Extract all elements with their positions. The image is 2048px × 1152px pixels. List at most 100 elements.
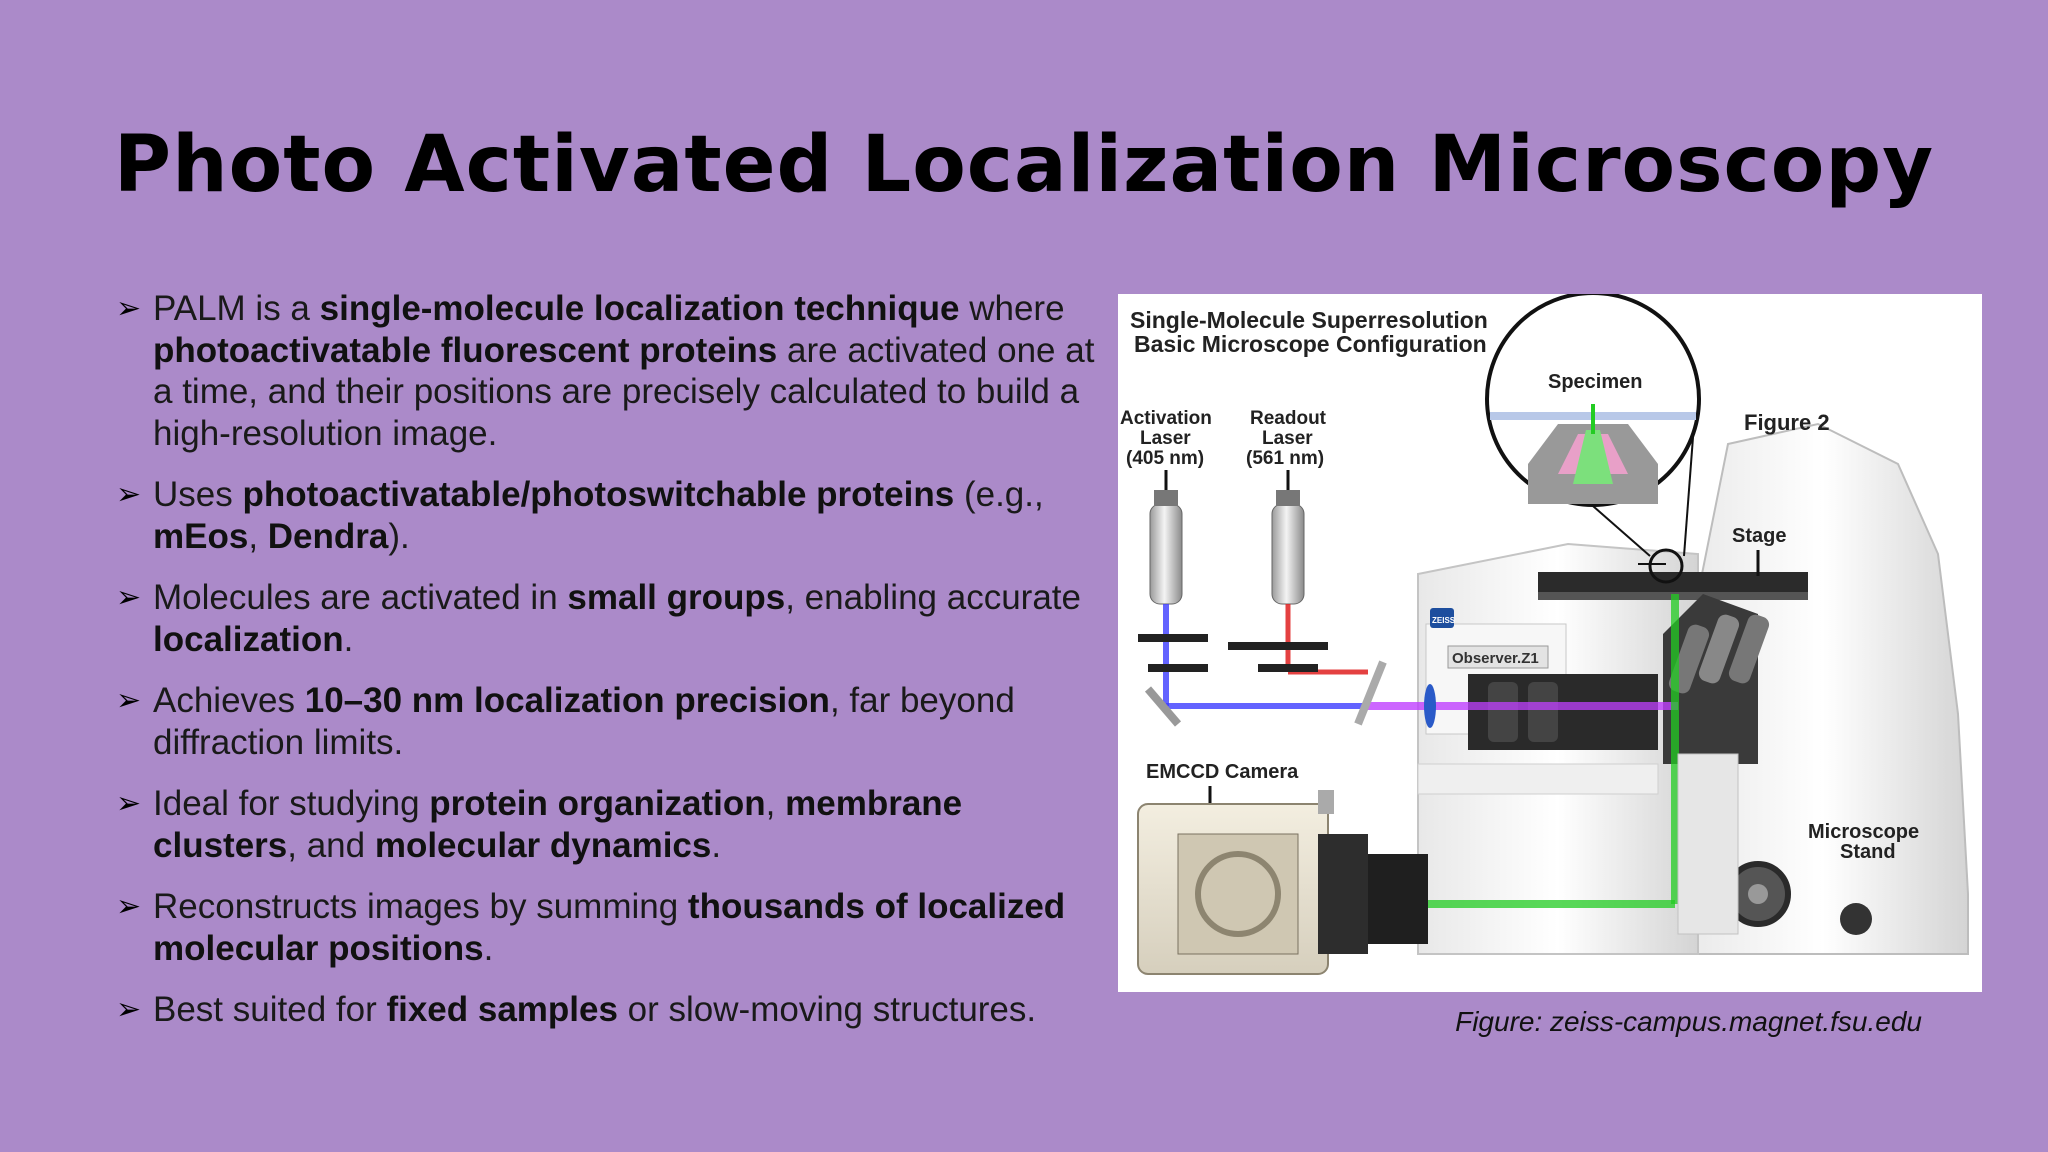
bullet-text: Reconstructs images by summing thousands… [153, 887, 1065, 968]
bold-term: photoactivatable fluorescent proteins [153, 330, 778, 370]
beam-lens [1424, 684, 1436, 728]
figure-heading-2: Basic Microscope Configuration [1134, 331, 1487, 357]
bullet-run: ). [388, 516, 410, 556]
camera-adapter [1318, 834, 1368, 954]
arrowhead-bullet-icon: ➢ [116, 993, 142, 1026]
bullet-run: , enabling accurate [785, 578, 1081, 617]
focus-knob-center [1748, 884, 1768, 904]
bullet-item: ➢ Molecules are activated in small groups… [116, 577, 1106, 660]
bullet-item: ➢ Ideal for studying protein organization… [116, 783, 1106, 866]
mirror [1148, 664, 1208, 672]
zeiss-badge-text: ZEISS [1432, 616, 1456, 625]
mirror [1228, 642, 1328, 650]
slide-title: Photo Activated Localization Microscopy [113, 120, 1935, 210]
activation-laser [1149, 503, 1183, 605]
objective-lens [1728, 614, 1770, 684]
bullet-run: , [248, 516, 268, 556]
stand-label-2: Stand [1840, 841, 1896, 863]
stand-label-1: Microscope [1808, 821, 1919, 843]
specimen-focus-ring [1648, 548, 1684, 584]
bold-term: fixed samples [386, 990, 618, 1029]
camera-connector [1318, 790, 1334, 814]
bullet-text: Achieves 10–30 nm localization precision… [153, 681, 1015, 762]
stand-column [1677, 753, 1739, 935]
body-ledge [1417, 763, 1659, 795]
bold-term: photoactivatable/photoswitchable protein… [242, 475, 955, 514]
arrowhead-bullet-icon: ➢ [116, 684, 142, 717]
inset-beam-green [1573, 430, 1613, 484]
readout-laser [1271, 503, 1305, 605]
bullet-run: . [711, 825, 722, 865]
bullet-text: Ideal for studying protein organization,… [153, 784, 962, 865]
bold-term: molecular dynamics [374, 825, 712, 865]
readout-laser-cap [1276, 490, 1300, 506]
mirror [1258, 664, 1318, 672]
arrowhead-bullet-icon: ➢ [116, 292, 142, 325]
bullet-item: ➢ Reconstructs images by summing thousand… [116, 886, 1106, 969]
bullet-run: where [959, 289, 1065, 328]
bold-term: single-molecule localization technique [319, 289, 960, 328]
arrowhead-bullet-icon: ➢ [116, 890, 142, 923]
activation-laser-cap [1154, 490, 1178, 506]
control-button[interactable] [1840, 903, 1872, 935]
bold-term: thousands of localized molecular positio… [153, 887, 1066, 968]
bullet-item: ➢ Best suited for fixed samples or slow-m… [116, 989, 1106, 1031]
figure-number: Figure 2 [1744, 410, 1830, 435]
activation-laser-label-3: (405 nm) [1126, 448, 1204, 469]
model-label: Observer.Z1 [1452, 650, 1539, 667]
bold-term: localization [153, 619, 344, 659]
bullet-run: Uses [153, 475, 243, 514]
bullet-run: or slow-moving structures. [617, 990, 1037, 1029]
stage-label: Stage [1732, 525, 1786, 547]
camera-label: EMCCD Camera [1146, 761, 1299, 783]
figure-caption: Figure: zeiss-campus.magnet.fsu.edu [1455, 1006, 1922, 1037]
bold-term: 10–30 nm localization precision [304, 681, 830, 720]
bullet-list: ➢ PALM is a single-molecule localization … [116, 288, 1106, 1051]
bold-term: small groups [567, 578, 786, 617]
activation-laser-label-1: Activation [1120, 408, 1212, 429]
bullet-run: . [483, 928, 494, 968]
model-plate [1447, 645, 1549, 669]
bullet-run: Reconstructs images by summing [153, 887, 688, 926]
bullet-run: . [343, 619, 354, 659]
bullet-run: Achieves [153, 681, 305, 720]
specimen-label: Specimen [1548, 371, 1642, 393]
readout-laser-label-3: (561 nm) [1246, 448, 1324, 469]
camera-port [1368, 854, 1428, 944]
bullet-item: ➢ PALM is a single-molecule localization … [116, 288, 1106, 454]
dichroic-mirror [1144, 686, 1182, 727]
figure-heading-1: Single-Molecule Superresolution [1130, 307, 1488, 333]
bold-term: membrane clusters [153, 784, 963, 865]
bullet-text: Uses photoactivatable/photoswitchable pr… [153, 475, 1044, 556]
bullet-run: Best suited for [153, 990, 387, 1029]
bullet-run: Molecules are activated in [153, 578, 568, 617]
filter-cube [1488, 682, 1518, 742]
arrowhead-bullet-icon: ➢ [116, 787, 142, 820]
bullet-text: Best suited for fixed samples or slow-mo… [153, 990, 1036, 1029]
objective-lens [1698, 614, 1740, 684]
bullet-run: Ideal for studying [153, 784, 430, 823]
bullet-run: PALM is a [153, 289, 320, 328]
readout-laser-label-1: Readout [1250, 408, 1327, 429]
bold-term: Dendra [267, 516, 389, 556]
bullet-text: PALM is a single-molecule localization t… [153, 289, 1094, 453]
bullet-run: , and [287, 825, 375, 865]
bullet-run: , [765, 784, 786, 823]
microscope-diagram: Single-Molecule Superresolution Basic Mi… [1120, 291, 1969, 975]
arrowhead-bullet-icon: ➢ [116, 581, 142, 614]
zoom-line [1683, 423, 1695, 557]
filter-cube [1528, 682, 1558, 742]
activation-laser-label-2: Laser [1140, 428, 1191, 449]
bullet-run: are activated one at a time, and their p… [153, 330, 1095, 453]
readout-laser-label-2: Laser [1262, 428, 1313, 449]
bold-term: mEos [153, 516, 249, 556]
bullet-run: , far beyond diffraction limits. [153, 681, 1015, 762]
arrowhead-bullet-icon: ➢ [116, 478, 142, 511]
bullet-item: ➢ Uses photoactivatable/photoswitchable p… [116, 474, 1106, 557]
bullet-item: ➢ Achieves 10–30 nm localization precisio… [116, 680, 1106, 763]
zeiss-badge [1430, 608, 1454, 628]
camera-fan [1195, 851, 1281, 937]
dichroic-mirror [1354, 660, 1387, 726]
microscope-figure: Single-Molecule Superresolution Basic Mi… [1118, 291, 1982, 992]
bullet-run: (e.g., [954, 475, 1044, 514]
